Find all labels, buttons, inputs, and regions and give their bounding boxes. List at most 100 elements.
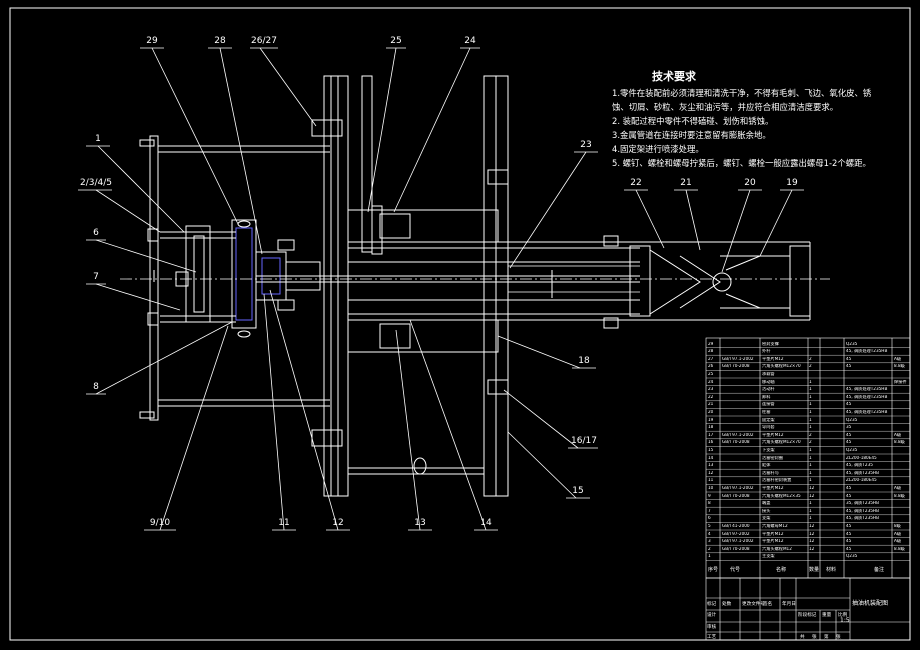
callout-1: 1 <box>95 134 101 144</box>
bom-cell-note: A级 <box>894 432 902 437</box>
bom-cell-qty: 1 <box>809 425 812 430</box>
bom-cell-no: 5 <box>708 523 711 528</box>
bom-cell-mat: 45, 调质处理T235HB <box>846 387 888 392</box>
bom-cell-mat: Q235 <box>846 554 858 559</box>
bom-cell-no: 6 <box>708 516 711 521</box>
bom-cell-name: 活动杆 <box>762 387 775 392</box>
bom-cell-qty: 1 <box>809 417 812 422</box>
bom-cell-qty: 12 <box>809 539 815 544</box>
end-cover-assembly <box>147 219 257 338</box>
bom-cell-note: A级 <box>894 539 902 544</box>
bom-cell-no: 4 <box>708 531 711 536</box>
bom-cell-name: 活塞杆与 <box>762 470 779 475</box>
bom-cell-no: 2 <box>708 546 711 551</box>
bom-cell-no: 15 <box>708 447 714 452</box>
tech-line-5: 4.固定架进行喷漆处理。 <box>612 144 704 154</box>
tb-change-doc: 更改文件号 <box>742 602 765 607</box>
bom-cell-qty: 1 <box>809 387 812 392</box>
bom-cell-no: 9 <box>708 493 711 498</box>
bom-cell-mat: 45, 调质T235 <box>846 463 873 468</box>
bom-cell-name: 柱塞 <box>762 409 771 414</box>
bom-cell-name: 六角螺母M12 <box>762 523 788 528</box>
bom-cell-mat: 45 <box>846 356 852 361</box>
callout-23: 23 <box>580 140 592 150</box>
tech-line-1: 1.零件在装配前必须清理和清洗干净，不得有毛刺、飞边、氧化皮、锈 <box>612 88 872 98</box>
bom-cell-name: 固定架 <box>762 417 775 422</box>
bom-cell-code: GB/T97.1-2002 <box>722 539 754 544</box>
bom-cell-no: 18 <box>708 425 714 430</box>
bom-cell-mat: 45, 调质处理T235HB <box>846 349 888 354</box>
tb-sign: 签名 <box>763 602 773 607</box>
bom-cell-no: 21 <box>708 402 714 407</box>
tech-line-2: 蚀、切屑、砂粒、灰尘和油污等，并应符合相应清洁度要求。 <box>612 102 839 112</box>
bom-cell-name: 缸体 <box>762 463 771 468</box>
bom-cell-no: 7 <box>708 508 711 513</box>
bom-header-name: 名称 <box>776 567 787 573</box>
bom-cell-mat: 35 <box>846 425 852 430</box>
bom-cell-qty: 1 <box>809 394 812 399</box>
bom-cell-qty: 1 <box>809 402 812 407</box>
bom-cell-mat: Q235 <box>846 417 858 422</box>
tb-process: 工艺 <box>707 635 717 640</box>
bom-cell-qty: 1 <box>809 508 812 513</box>
tb-scale-label: 比例 <box>838 613 848 618</box>
bom-cell-qty: 1 <box>809 501 812 506</box>
callout-19: 19 <box>786 178 798 188</box>
bom-cell-name: 活塞杆密封装置 <box>762 478 792 483</box>
tech-line-6: 5. 螺钉、螺栓和螺母拧紧后，螺钉、螺栓一般应露出螺母1-2个螺距。 <box>612 158 871 168</box>
tb-sheet: 张 <box>836 635 841 640</box>
bom-cell-no: 20 <box>708 409 714 414</box>
bom-cell-name: 承载管 <box>762 371 775 376</box>
bom-cell-qty: 2 <box>809 432 812 437</box>
bom-cell-qty: 2 <box>809 364 812 369</box>
bom-cell-code: GB/T70-2008 <box>722 364 750 369</box>
bom-cell-name: 移动轴 <box>762 379 775 384</box>
bom-cell-no: 11 <box>708 478 714 483</box>
bom-cell-name: 导向套 <box>762 425 775 430</box>
bom-cell-name: 主支架 <box>762 554 775 559</box>
delivery-pipe <box>498 235 811 329</box>
bom-header-no: 序号 <box>708 567 719 573</box>
bom-cell-no: 8 <box>708 501 711 506</box>
tb-stage: 阶段标记 <box>798 613 817 618</box>
drawing-name: 抽油机装配图 <box>852 600 889 607</box>
callout-18: 18 <box>578 356 590 366</box>
bom-cell-qty: 1 <box>809 379 812 384</box>
lower-support <box>348 75 509 497</box>
callout-15: 15 <box>572 486 584 496</box>
bom-cell-mat: Q235 <box>846 341 858 346</box>
bom-cell-no: 12 <box>708 470 714 475</box>
bom-cell-no: 28 <box>708 349 714 354</box>
bom-cell-qty: 2 <box>809 356 812 361</box>
bom-cell-name: 平垫片M12 <box>762 539 784 544</box>
bom-cell-no: 23 <box>708 387 714 392</box>
bom-cell-no: 16 <box>708 440 714 445</box>
bom-cell-name: 活塞密封圈 <box>762 455 783 460</box>
callout-13: 13 <box>414 518 426 528</box>
tb-weight: 重量 <box>822 613 832 618</box>
tb-count: 处数 <box>722 602 732 607</box>
bom-cell-note: 8.8级 <box>894 440 905 445</box>
bom-cell-name: 卸料 <box>762 394 771 399</box>
bom-cell-qty: 1 <box>809 447 812 452</box>
bom-cell-mat: 45, 调质T235HB <box>846 470 879 475</box>
bom-cell-note: A级 <box>894 485 902 490</box>
tb-review: 审核 <box>707 625 717 630</box>
bom-cell-mat: 35, 调质T235HB <box>846 501 879 506</box>
bom-cell-note: 焊接件 <box>894 379 907 384</box>
bom-cell-qty: 1 <box>809 409 812 414</box>
